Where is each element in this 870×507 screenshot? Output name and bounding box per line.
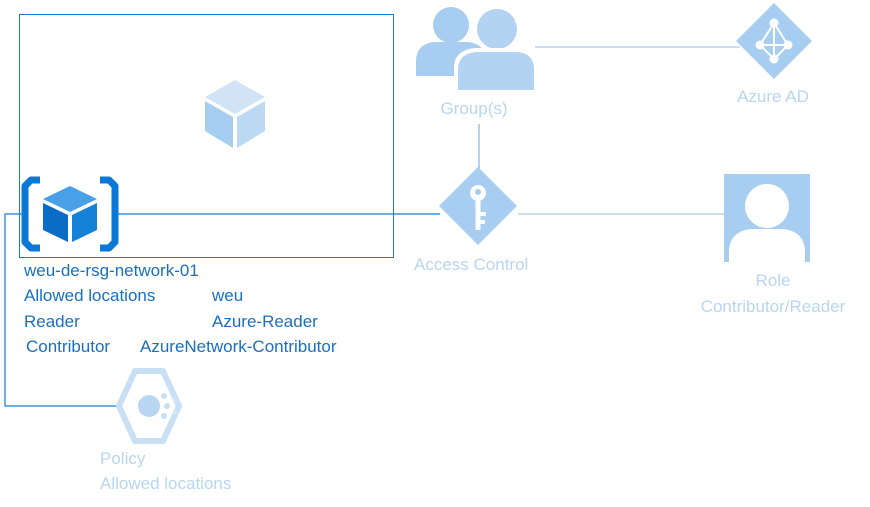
resource-group-cube-icon [21, 176, 119, 252]
rg-row-allowed-locations-value: weu [212, 286, 244, 305]
azure-ad-diamond-icon [736, 3, 812, 79]
policy-hexagon-icon [116, 368, 182, 444]
rg-row-contributor-value: AzureNetwork-Contributor [140, 337, 337, 356]
azure-ad-label: Azure AD [737, 87, 809, 106]
rg-row-contributor-key: Contributor [26, 337, 111, 356]
policy-sublabel: Allowed locations [100, 474, 232, 493]
connector-resource-group-to-policy [4, 213, 118, 407]
key-diamond-icon [439, 167, 517, 245]
user-avatar-icon [724, 174, 810, 262]
resource-group-name: weu-de-rsg-network-01 [24, 261, 199, 280]
users-group-icon [416, 6, 538, 90]
groups-label: Group(s) [440, 99, 508, 118]
rg-row-reader-key: Reader [24, 312, 80, 331]
policy-label: Policy [100, 449, 146, 468]
rg-row-reader-value: Azure-Reader [212, 312, 318, 331]
connector-lines [4, 46, 740, 407]
role-label: Role [755, 271, 791, 290]
subscription-cube-icon [205, 80, 265, 148]
rg-row-allowed-locations-key: Allowed locations [24, 286, 156, 305]
resource-group-box [19, 14, 394, 258]
access-control-label: Access Control [414, 255, 529, 274]
role-sublabel: Contributor/Reader [700, 297, 846, 316]
